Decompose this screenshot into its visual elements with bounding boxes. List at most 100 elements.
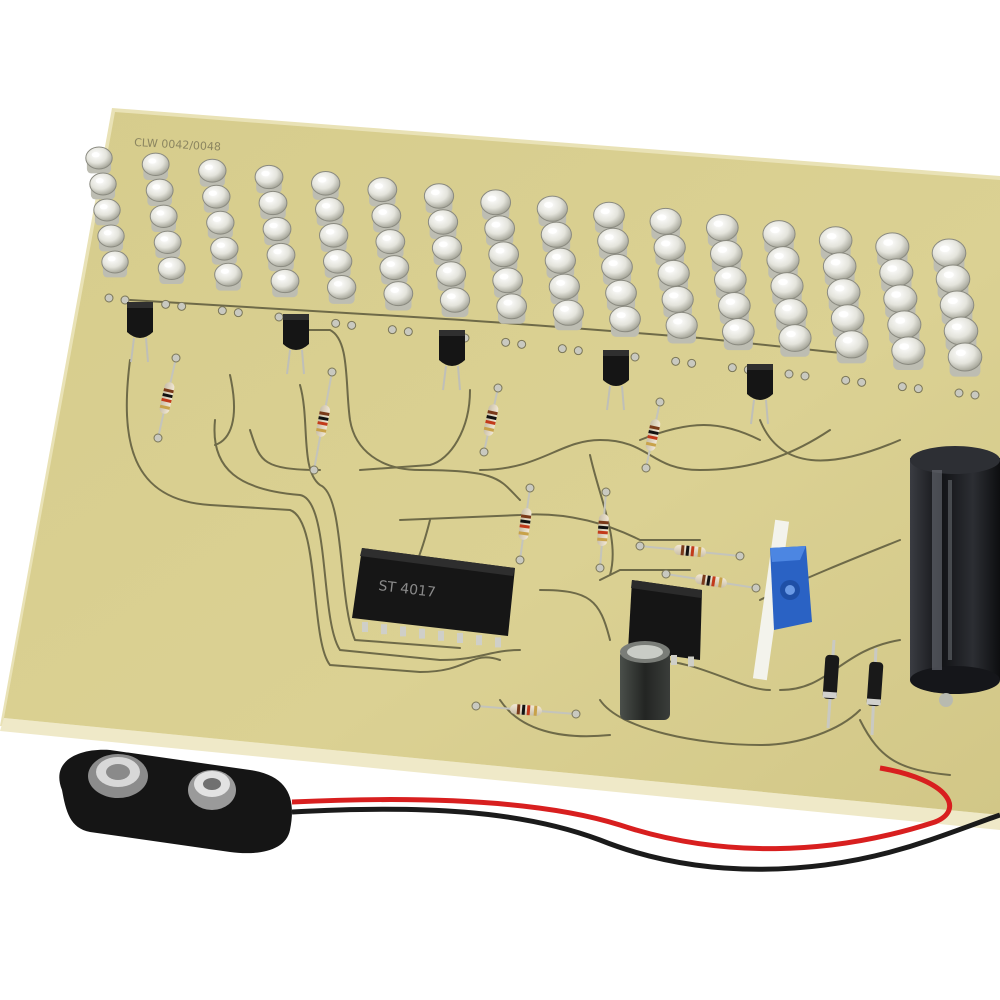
ic-pin (457, 633, 463, 643)
resistor-icon (641, 397, 665, 473)
led-icon (270, 268, 300, 298)
solder-pad (347, 320, 357, 330)
ic-pin (671, 655, 677, 665)
timer-ic-icon (628, 580, 702, 667)
battery-snap-icon (59, 749, 1000, 872)
led-icon (705, 213, 739, 247)
resistor-icon (661, 569, 761, 593)
solder-pad (331, 318, 341, 328)
solder-pad (913, 384, 923, 394)
led-icon (311, 171, 341, 200)
led-icon (834, 330, 869, 364)
resistor-icon (635, 541, 745, 561)
ic-chip-icon: ST 4017 (352, 548, 515, 648)
led-icon (492, 267, 524, 298)
diode-icon (866, 647, 884, 736)
transistor-row (127, 302, 773, 425)
led-icon (431, 235, 463, 266)
led-icon (605, 279, 637, 311)
electrolytic-capacitor-icon (910, 446, 1000, 707)
led-icon (153, 230, 182, 259)
solder-pad (897, 382, 907, 392)
led-icon (770, 272, 804, 305)
ic-pin (362, 622, 368, 632)
led-icon (93, 198, 121, 226)
led-icon (657, 259, 690, 292)
solder-pad (387, 325, 397, 335)
led-icon (141, 152, 170, 181)
led-icon (480, 189, 512, 220)
led-icon (943, 316, 979, 351)
resistor-set (153, 353, 761, 719)
led-icon (597, 227, 629, 259)
solder-pad (161, 299, 171, 309)
led-icon (258, 190, 288, 220)
pcb-board: CLW 0042/0048 (0, 108, 1000, 830)
led-icon (149, 204, 178, 233)
solder-pad (274, 312, 284, 322)
resistor-icon (153, 353, 181, 443)
solder-pad (630, 352, 640, 362)
led-icon (536, 195, 568, 227)
led-icon (97, 224, 125, 252)
solder-pad (857, 377, 867, 387)
led-icon (214, 262, 243, 291)
led-icon (327, 275, 357, 304)
led-icon (375, 229, 406, 259)
potentiometer-icon (752, 519, 812, 681)
led-icon (601, 253, 633, 285)
ic-pin (438, 630, 444, 641)
solder-pad (573, 346, 583, 356)
led-icon (552, 299, 584, 331)
led-icon (210, 236, 239, 265)
led-icon (540, 221, 572, 253)
led-icon (709, 239, 743, 273)
led-icon (145, 178, 174, 207)
solder-pad (954, 388, 964, 398)
solder-pad (233, 308, 243, 318)
solder-pad (800, 371, 810, 381)
ic-pin (400, 626, 406, 637)
led-icon (319, 223, 349, 252)
led-icon (548, 273, 580, 305)
led-icon (367, 177, 398, 207)
led-icon (101, 250, 129, 278)
resistor-icon (471, 701, 581, 719)
led-icon (947, 342, 983, 377)
ic-pins (362, 622, 501, 648)
led-icon (609, 305, 641, 337)
diode-pair (822, 639, 884, 736)
led-icon (157, 256, 186, 285)
led-icon (266, 242, 296, 272)
led-icon (254, 164, 284, 194)
led-icon (661, 285, 694, 318)
led-icon (379, 255, 410, 285)
transistor-icon (283, 314, 309, 375)
led-icon (435, 261, 467, 292)
copper-traces (125, 299, 951, 776)
transistor-icon (127, 302, 153, 363)
led-icon (488, 241, 520, 272)
led-array (85, 146, 983, 377)
resistor-icon (595, 487, 611, 573)
led-icon (323, 249, 353, 278)
led-icon (371, 203, 402, 233)
led-icon (544, 247, 576, 279)
solder-pad (217, 306, 227, 316)
solder-pad (727, 363, 737, 373)
led-icon (423, 183, 455, 214)
solder-pad (177, 301, 187, 311)
led-icon (713, 265, 747, 299)
led-icon (883, 284, 918, 318)
solder-pad (970, 390, 980, 400)
ic-pin (495, 637, 501, 648)
solder-pad (671, 356, 681, 366)
transistor-icon (439, 330, 465, 391)
led-icon (439, 287, 471, 318)
ic-pin (381, 624, 387, 635)
led-icon (778, 324, 812, 357)
led-icon (85, 146, 113, 174)
ic-pin (688, 656, 694, 667)
